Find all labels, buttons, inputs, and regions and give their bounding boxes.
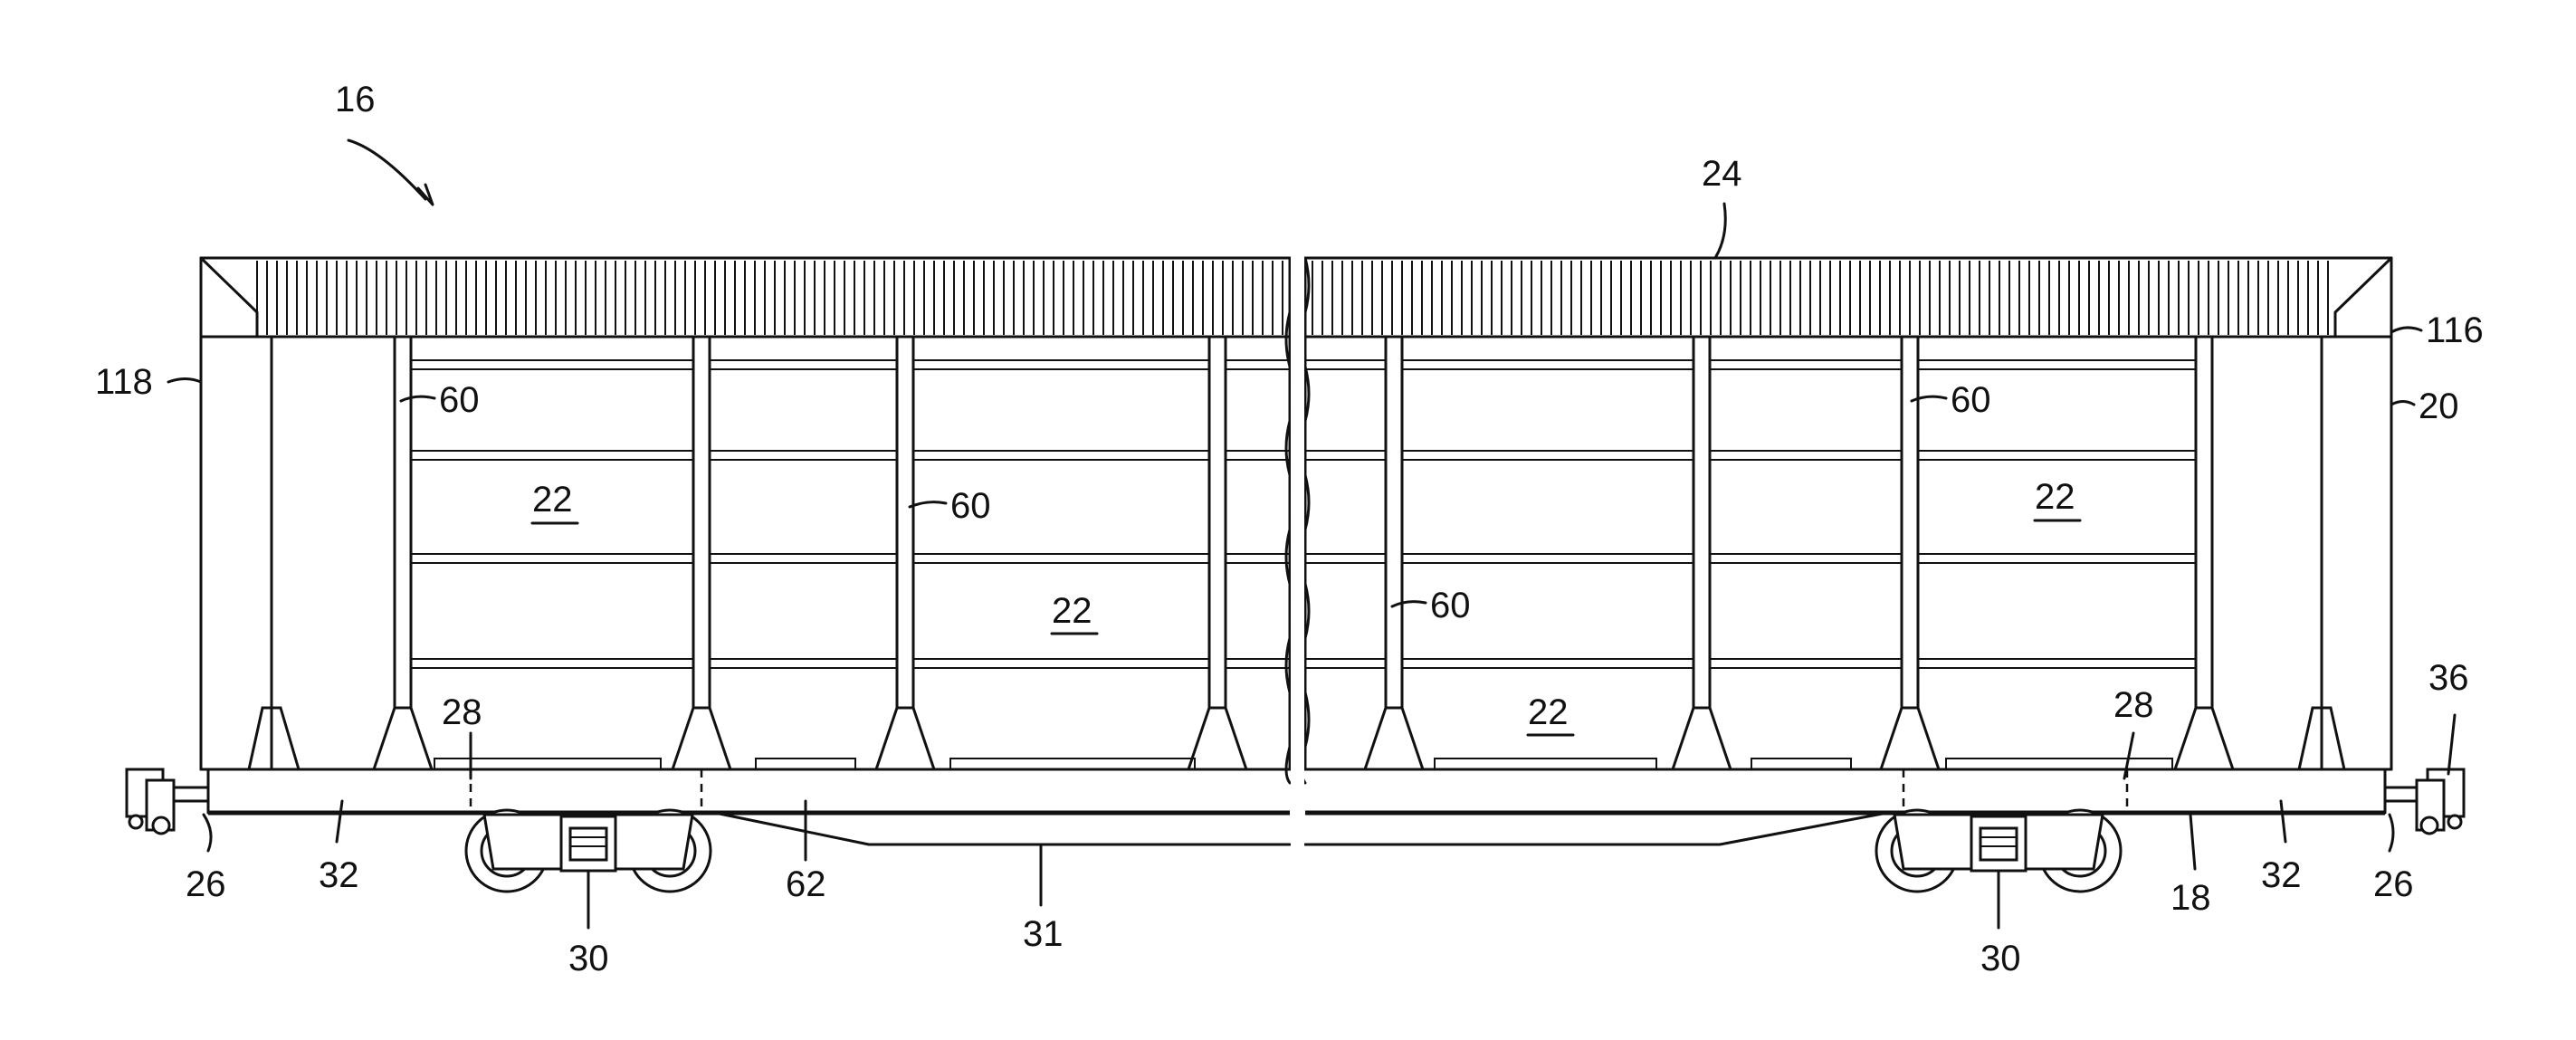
label-26-b: 26 [2373, 864, 2414, 904]
post-foot [2175, 708, 2233, 769]
end-post-foot [249, 708, 299, 769]
label-32-a: 32 [319, 855, 359, 895]
post-foot [1365, 708, 1423, 769]
label-30-b: 30 [1980, 939, 2021, 978]
floor-plate [1751, 759, 1851, 769]
side-post [897, 337, 913, 708]
floor-plate [1435, 759, 1656, 769]
label-20: 20 [2419, 386, 2459, 426]
side-post [1902, 337, 1918, 708]
label-36: 36 [2428, 658, 2469, 698]
post-foot [673, 708, 730, 769]
side-post [2196, 337, 2212, 708]
post-foot [1188, 708, 1246, 769]
post-foot [1673, 708, 1731, 769]
floor-plate [756, 759, 855, 769]
side-post [1386, 337, 1402, 708]
post-foot [374, 708, 432, 769]
label-60-c: 60 [1430, 586, 1471, 625]
side-post [1209, 337, 1226, 708]
post-foot [1881, 708, 1939, 769]
side-post [395, 337, 411, 708]
label-60-a: 60 [439, 380, 480, 420]
label-22-d: 22 [2035, 477, 2075, 517]
label-30-a: 30 [568, 939, 609, 978]
label-28-b: 28 [2113, 685, 2154, 725]
label-26-a: 26 [186, 864, 226, 904]
floor-plate [1946, 759, 2172, 769]
floor-plate [434, 759, 661, 769]
label-22-a: 22 [532, 480, 573, 520]
label-18: 18 [2171, 878, 2211, 918]
label-60-b: 60 [950, 486, 991, 526]
label-62: 62 [786, 864, 826, 904]
side-post [693, 337, 710, 708]
floor-plate [950, 759, 1195, 769]
label-32-b: 32 [2261, 855, 2302, 895]
coupler-right [2385, 769, 2464, 834]
label-22-b: 22 [1052, 591, 1092, 631]
post-foot [876, 708, 934, 769]
label-22-c: 22 [1528, 692, 1569, 732]
label-116: 116 [2426, 310, 2484, 350]
label-31: 31 [1023, 914, 1064, 954]
label-24: 24 [1702, 154, 1742, 194]
label-60-d: 60 [1951, 380, 1991, 420]
label-28-a: 28 [442, 692, 482, 732]
label-16: 16 [335, 80, 376, 119]
side-post [1693, 337, 1710, 708]
coupler-left [127, 769, 208, 834]
label-118: 118 [95, 362, 153, 402]
